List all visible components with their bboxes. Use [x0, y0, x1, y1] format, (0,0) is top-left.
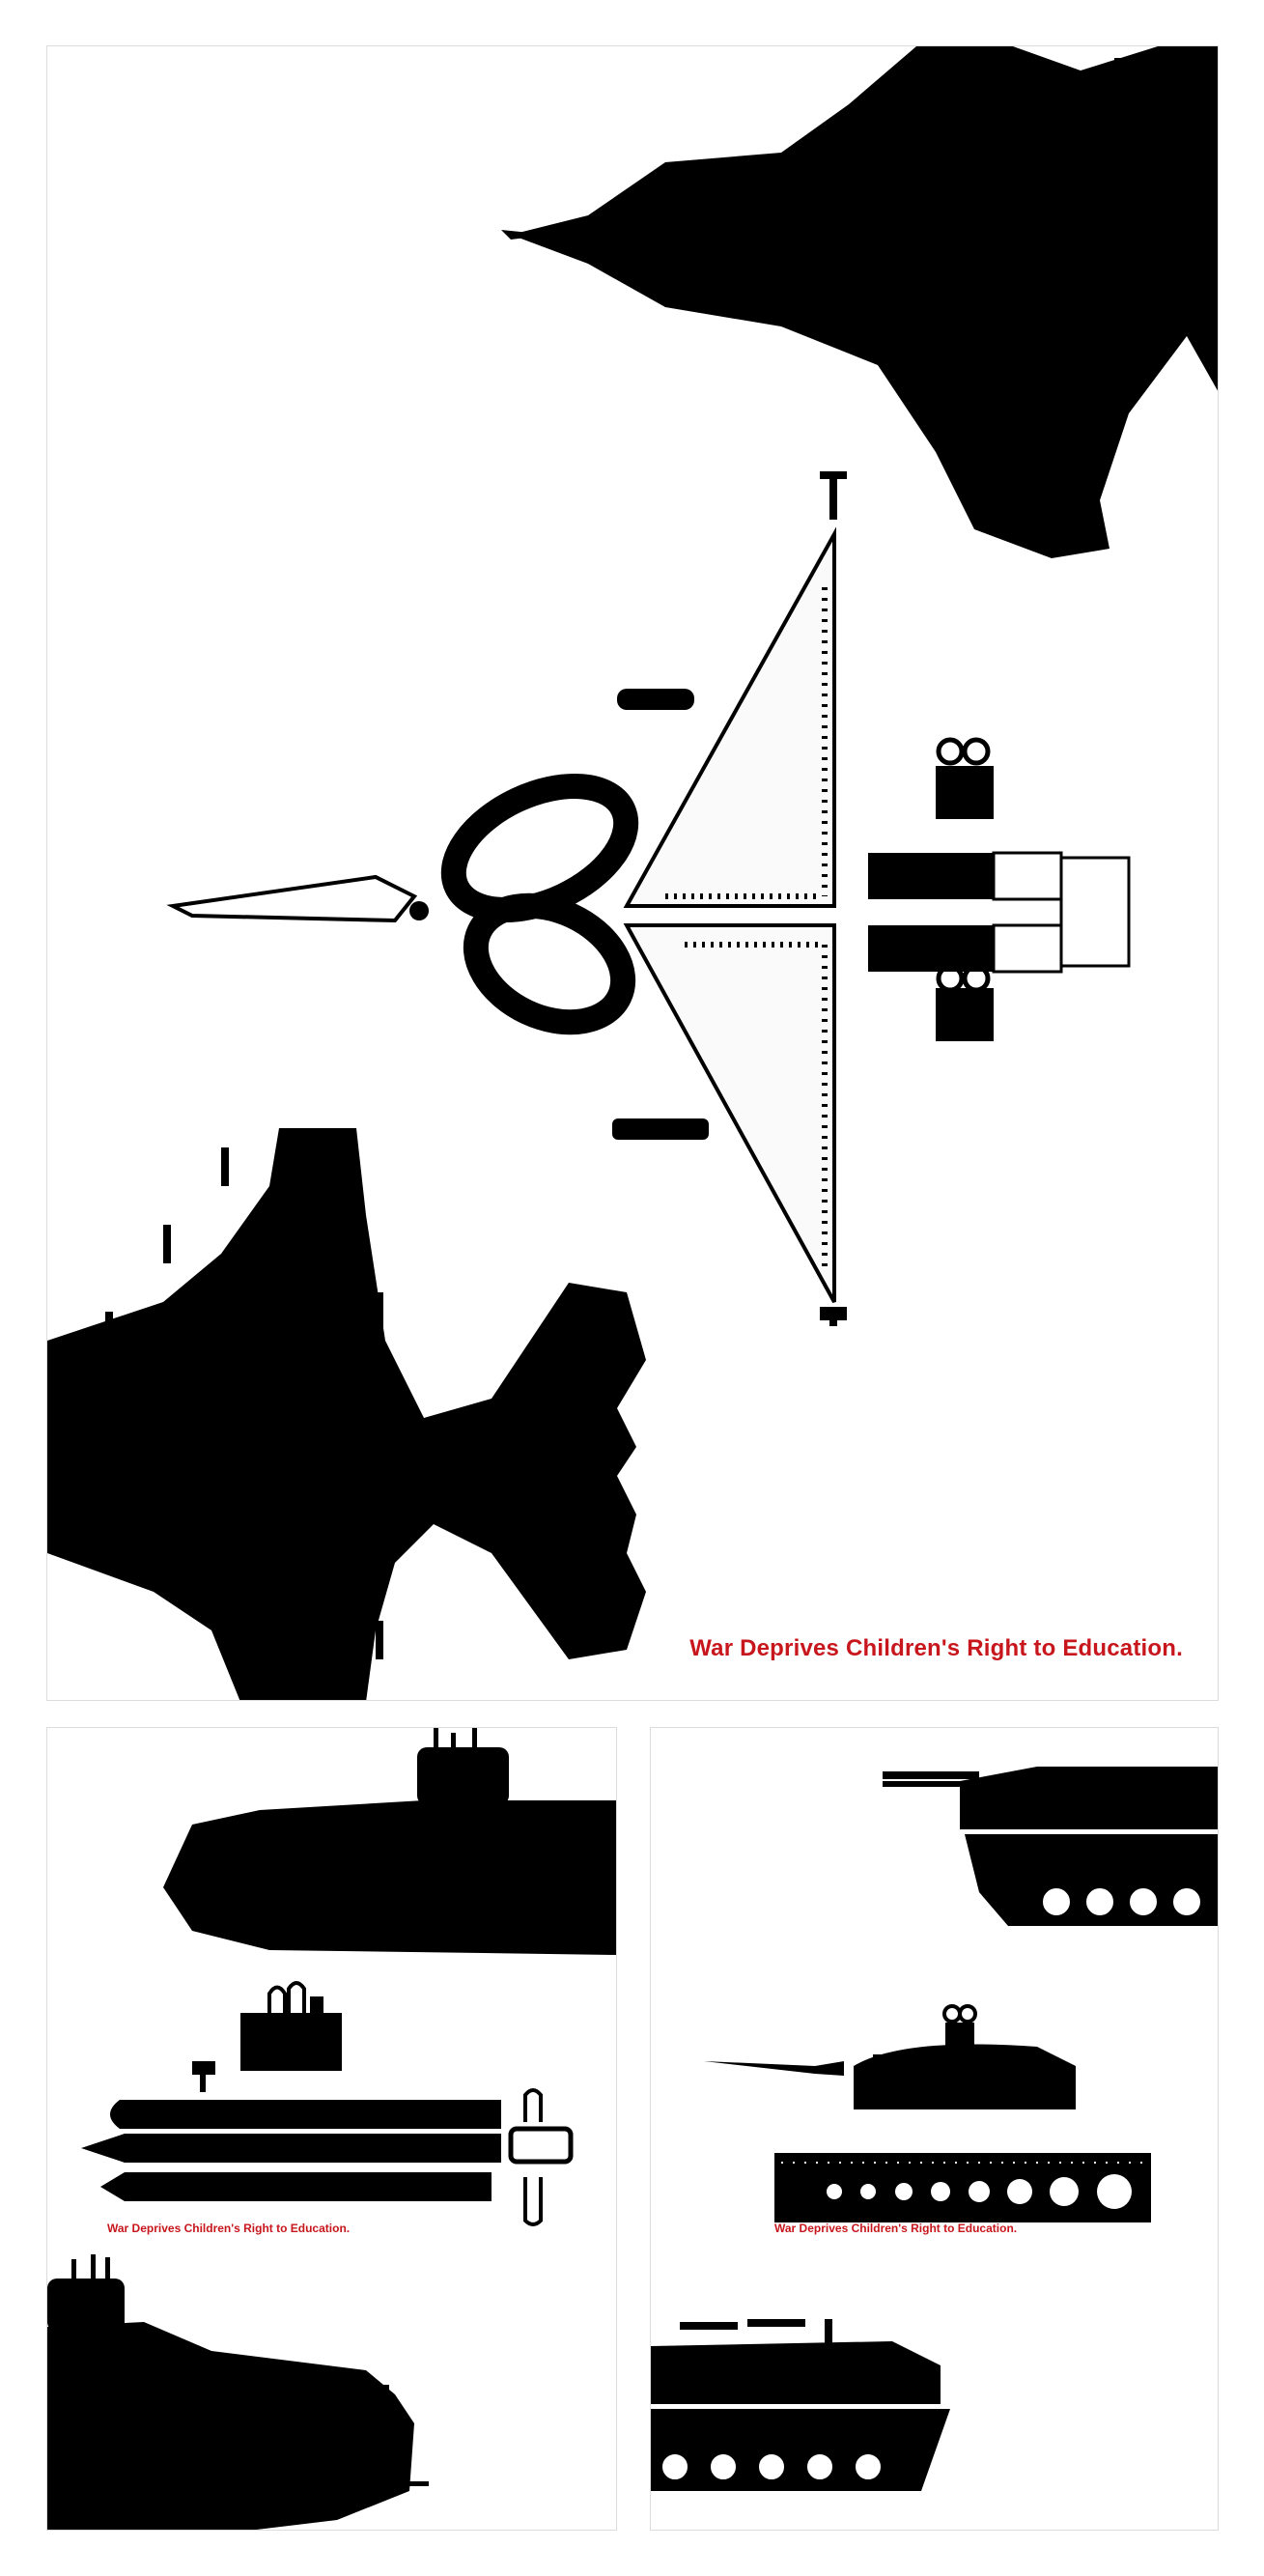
submarine-icon	[163, 1728, 616, 1955]
pen-icon	[508, 2126, 574, 2165]
slogan-text: War Deprives Children's Right to Educati…	[774, 2222, 1018, 2235]
poster-artwork	[47, 46, 1218, 1700]
paper-clip-icon	[267, 1981, 323, 2027]
poster-artwork	[47, 1728, 616, 2530]
scissors-icon	[166, 773, 639, 1035]
poster-artwork	[651, 1767, 1218, 2491]
poster-fighter-jet: War Deprives Children's Right to Educati…	[46, 45, 1219, 1701]
pen-icon	[81, 2100, 501, 2201]
stationery-tank	[704, 2004, 1151, 2222]
eraser-icon	[854, 2044, 1076, 2109]
pushpin-icon	[192, 2061, 215, 2092]
eraser-icon	[868, 851, 1131, 974]
submarine-icon	[47, 2254, 429, 2530]
fighter-jet-icon	[501, 46, 1218, 558]
fighter-jet-icon	[47, 1128, 646, 1700]
set-square-ruler-icon	[623, 526, 836, 1303]
paper-clip-icon	[873, 2054, 948, 2074]
poster-submarine: War Deprives Children's Right to Educati…	[46, 1727, 617, 2531]
tank-icon	[883, 1767, 1218, 1926]
binder-clip-icon	[942, 2004, 977, 2052]
stationery-submarine	[81, 1981, 574, 2226]
pen-cap-icon	[612, 689, 709, 1140]
slogan-text: War Deprives Children's Right to Educati…	[689, 1635, 1183, 1661]
tank-icon	[651, 2319, 950, 2491]
binder-clip-icon	[936, 737, 994, 1041]
paper-clip-icon	[523, 2088, 543, 2226]
pencil-icon	[704, 2061, 844, 2076]
slogan-text: War Deprives Children's Right to Educati…	[107, 2222, 351, 2235]
ruler-icon	[774, 2153, 1151, 2222]
poster-tank: War Deprives Children's Right to Educati…	[650, 1727, 1219, 2531]
eraser-icon	[240, 2013, 342, 2071]
pushpin-icon	[820, 471, 847, 1326]
